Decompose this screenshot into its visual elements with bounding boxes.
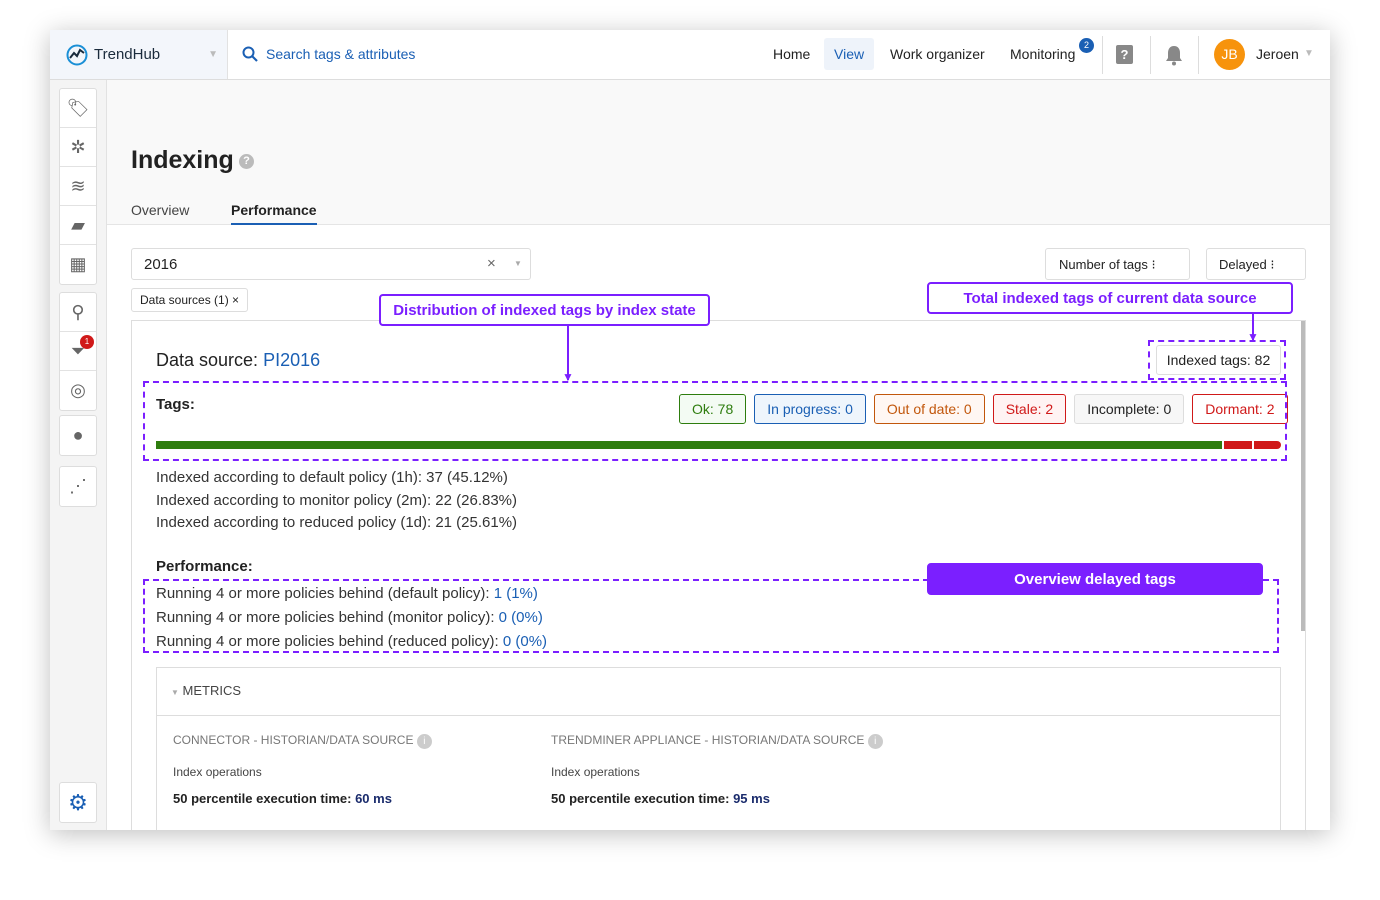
chip-label: Data sources (1) [140, 293, 229, 307]
filter-chip[interactable]: Data sources (1) × [131, 288, 248, 312]
chevron-down-icon[interactable]: ▼ [208, 49, 218, 60]
sidebar-group-tools: ⚲ ⏷1 ◎ [59, 292, 97, 411]
nav-view[interactable]: View [824, 38, 874, 70]
brand-name: TrendHub [94, 46, 160, 63]
policy-default: Indexed according to default policy (1h)… [156, 467, 517, 490]
top-header: TrendHub ▼ Search tags & attributes Home… [50, 30, 1330, 80]
metrics-sub: Index operations [551, 765, 883, 779]
metrics-heading: TRENDMINER APPLIANCE - HISTORIAN/DATA SO… [551, 733, 864, 747]
metrics-value-line: 50 percentile execution time: 60 ms [173, 791, 432, 806]
sort-icon: ⁝ [1152, 257, 1156, 272]
sidebar-group-ideas: ● [59, 415, 97, 456]
annotation-delayed: Overview delayed tags [927, 563, 1263, 595]
data-source-name[interactable]: PI2016 [263, 350, 320, 370]
policy-reduced: Indexed according to reduced policy (1d)… [156, 512, 517, 535]
tag-icon[interactable]: 🏷 [60, 89, 96, 128]
trendhub-logo-icon [66, 44, 88, 66]
sort-icon: ⁝ [1270, 257, 1274, 272]
bell-icon[interactable] [1164, 44, 1184, 66]
data-source-select[interactable]: 2016 × ▼ [131, 248, 531, 280]
annotation-distribution-frame [143, 381, 1287, 461]
annotation-distribution: Distribution of indexed tags by index st… [379, 294, 710, 326]
metrics-col-appliance: TRENDMINER APPLIANCE - HISTORIAN/DATA SO… [551, 733, 883, 806]
metrics-col-connector: CONNECTOR - HISTORIAN/DATA SOURCE i Inde… [173, 733, 432, 806]
annotation-total: Total indexed tags of current data sourc… [927, 282, 1293, 314]
search-tags-button[interactable]: Search tags & attributes [242, 46, 415, 62]
filter-icon[interactable]: ⏷1 [60, 332, 96, 371]
policy-monitor: Indexed according to monitor policy (2m)… [156, 490, 517, 513]
dashboard-icon[interactable]: ▦ [60, 245, 96, 284]
search-icon[interactable]: ⚲ [60, 293, 96, 332]
app-window: TrendHub ▼ Search tags & attributes Home… [50, 30, 1330, 830]
divider [1150, 36, 1151, 74]
sparkle-icon[interactable]: ✲ [60, 128, 96, 167]
policy-list: Indexed according to default policy (1h)… [156, 467, 517, 535]
divider [1198, 36, 1199, 74]
user-name[interactable]: Jeroen [1256, 46, 1299, 62]
nav-monitoring[interactable]: Monitoring [1000, 38, 1085, 70]
scrollbar[interactable] [1301, 321, 1305, 631]
info-icon[interactable]: i [417, 734, 432, 749]
help-icon[interactable]: ? [1116, 45, 1133, 64]
tab-overview[interactable]: Overview [131, 202, 189, 218]
arrow-head-icon: ▼ [562, 370, 574, 384]
sort-delayed-button[interactable]: Delayed ⁝ [1206, 248, 1306, 280]
search-icon [242, 46, 258, 62]
metrics-toggle[interactable]: ▼ METRICS [157, 668, 1280, 716]
caret-down-icon: ▼ [171, 688, 179, 697]
nav-work-organizer[interactable]: Work organizer [880, 38, 995, 70]
clear-icon[interactable]: × [487, 255, 496, 272]
metrics-sub: Index operations [173, 765, 432, 779]
metrics-panel: ▼ METRICS CONNECTOR - HISTORIAN/DATA SOU… [156, 667, 1281, 830]
sort-label: Delayed [1219, 257, 1267, 272]
nav-home[interactable]: Home [763, 38, 820, 70]
brand[interactable]: TrendHub ▼ [50, 30, 228, 79]
tab-performance[interactable]: Performance [231, 202, 317, 225]
sidebar-group-settings: ⚙ [59, 782, 97, 823]
data-source-heading: Data source: PI2016 [156, 350, 320, 371]
fingerprint-icon[interactable]: ◎ [60, 371, 96, 410]
sidebar: 🏷 ✲ ≋ ▰ ▦ ⚲ ⏷1 ◎ ● ⋰ ⚙ [50, 80, 107, 830]
metrics-value-line: 50 percentile execution time: 95 ms [551, 791, 883, 806]
layers-icon[interactable]: ≋ [60, 167, 96, 206]
chevron-down-icon[interactable]: ▼ [1304, 48, 1314, 59]
divider [1102, 36, 1103, 74]
data-source-label: Data source: [156, 350, 258, 370]
close-icon[interactable]: × [232, 293, 239, 307]
lightbulb-icon[interactable]: ● [60, 416, 96, 455]
page-title: Indexing [131, 146, 234, 175]
metrics-heading: CONNECTOR - HISTORIAN/DATA SOURCE [173, 733, 413, 747]
annotation-total-frame [1148, 340, 1286, 380]
gear-icon[interactable]: ⚙ [60, 783, 96, 822]
help-icon[interactable]: ? [239, 154, 254, 169]
chevron-down-icon[interactable]: ▼ [514, 259, 522, 268]
filter-badge: 1 [80, 335, 94, 349]
avatar[interactable]: JB [1214, 39, 1245, 70]
metrics-title: METRICS [183, 683, 242, 698]
sidebar-group-main: 🏷 ✲ ≋ ▰ ▦ [59, 88, 97, 285]
select-value: 2016 [144, 256, 177, 273]
info-icon[interactable]: i [868, 734, 883, 749]
monitoring-badge: 2 [1079, 38, 1094, 53]
sidebar-group-graph: ⋰ [59, 466, 97, 507]
search-label: Search tags & attributes [266, 46, 415, 62]
performance-label: Performance: [156, 558, 253, 575]
graph-icon[interactable]: ⋰ [60, 467, 96, 506]
arrow-head-icon: ▼ [1247, 330, 1259, 344]
comment-icon[interactable]: ▰ [60, 206, 96, 245]
sort-label: Number of tags [1059, 257, 1148, 272]
sort-number-of-tags-button[interactable]: Number of tags ⁝ [1045, 248, 1190, 280]
